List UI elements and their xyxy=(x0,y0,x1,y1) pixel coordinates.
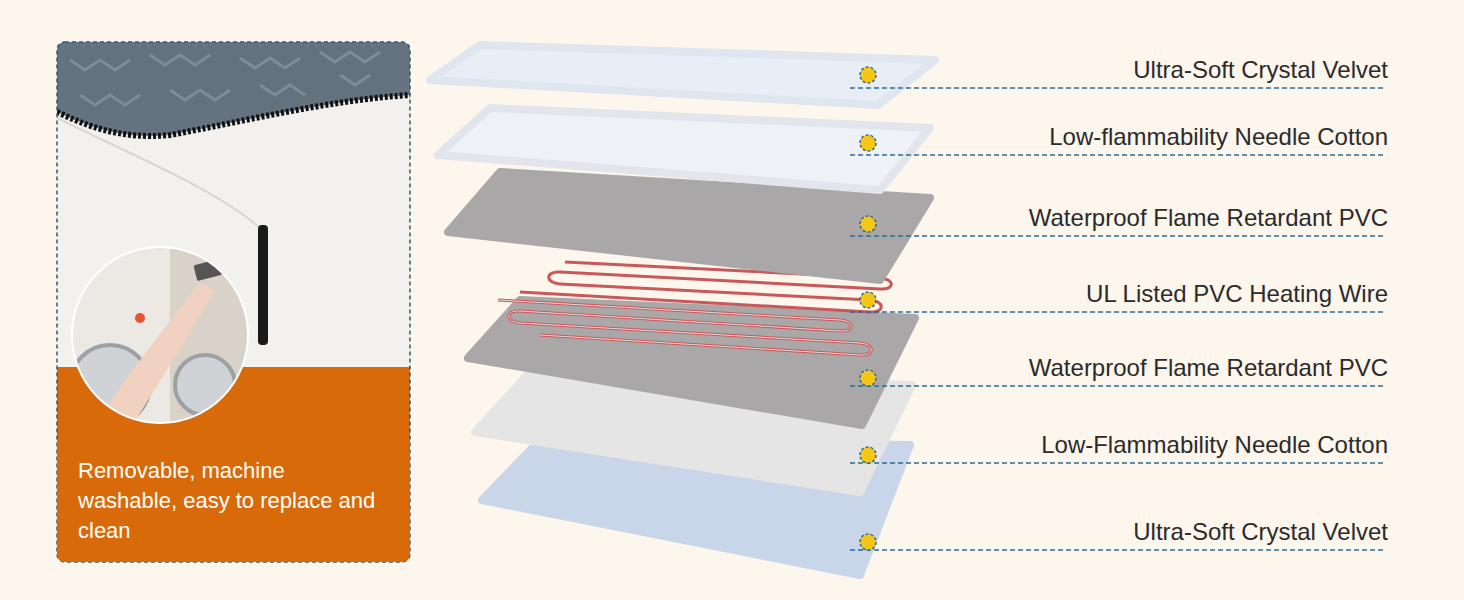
layer-label: Waterproof Flame Retardant PVC xyxy=(1029,354,1388,382)
layer-label: Low-Flammability Needle Cotton xyxy=(1041,431,1388,459)
feature-text: Removable, machine washable, easy to rep… xyxy=(78,456,378,546)
layer-label: Ultra-Soft Crystal Velvet xyxy=(1133,518,1388,546)
layer-label: Low-flammability Needle Cotton xyxy=(1049,123,1388,151)
blanket-photo xyxy=(57,42,410,562)
layer-stack xyxy=(430,45,935,575)
layer-label: Waterproof Flame Retardant PVC xyxy=(1029,204,1388,232)
zipper-pull xyxy=(258,225,268,345)
leader-lines xyxy=(850,88,1385,550)
layer-label: UL Listed PVC Heating Wire xyxy=(1086,280,1388,308)
layer-label: Ultra-Soft Crystal Velvet xyxy=(1133,56,1388,84)
washer-photo xyxy=(70,245,250,430)
feature-box: Removable, machine washable, easy to rep… xyxy=(57,440,410,562)
marker-dots xyxy=(860,67,876,550)
